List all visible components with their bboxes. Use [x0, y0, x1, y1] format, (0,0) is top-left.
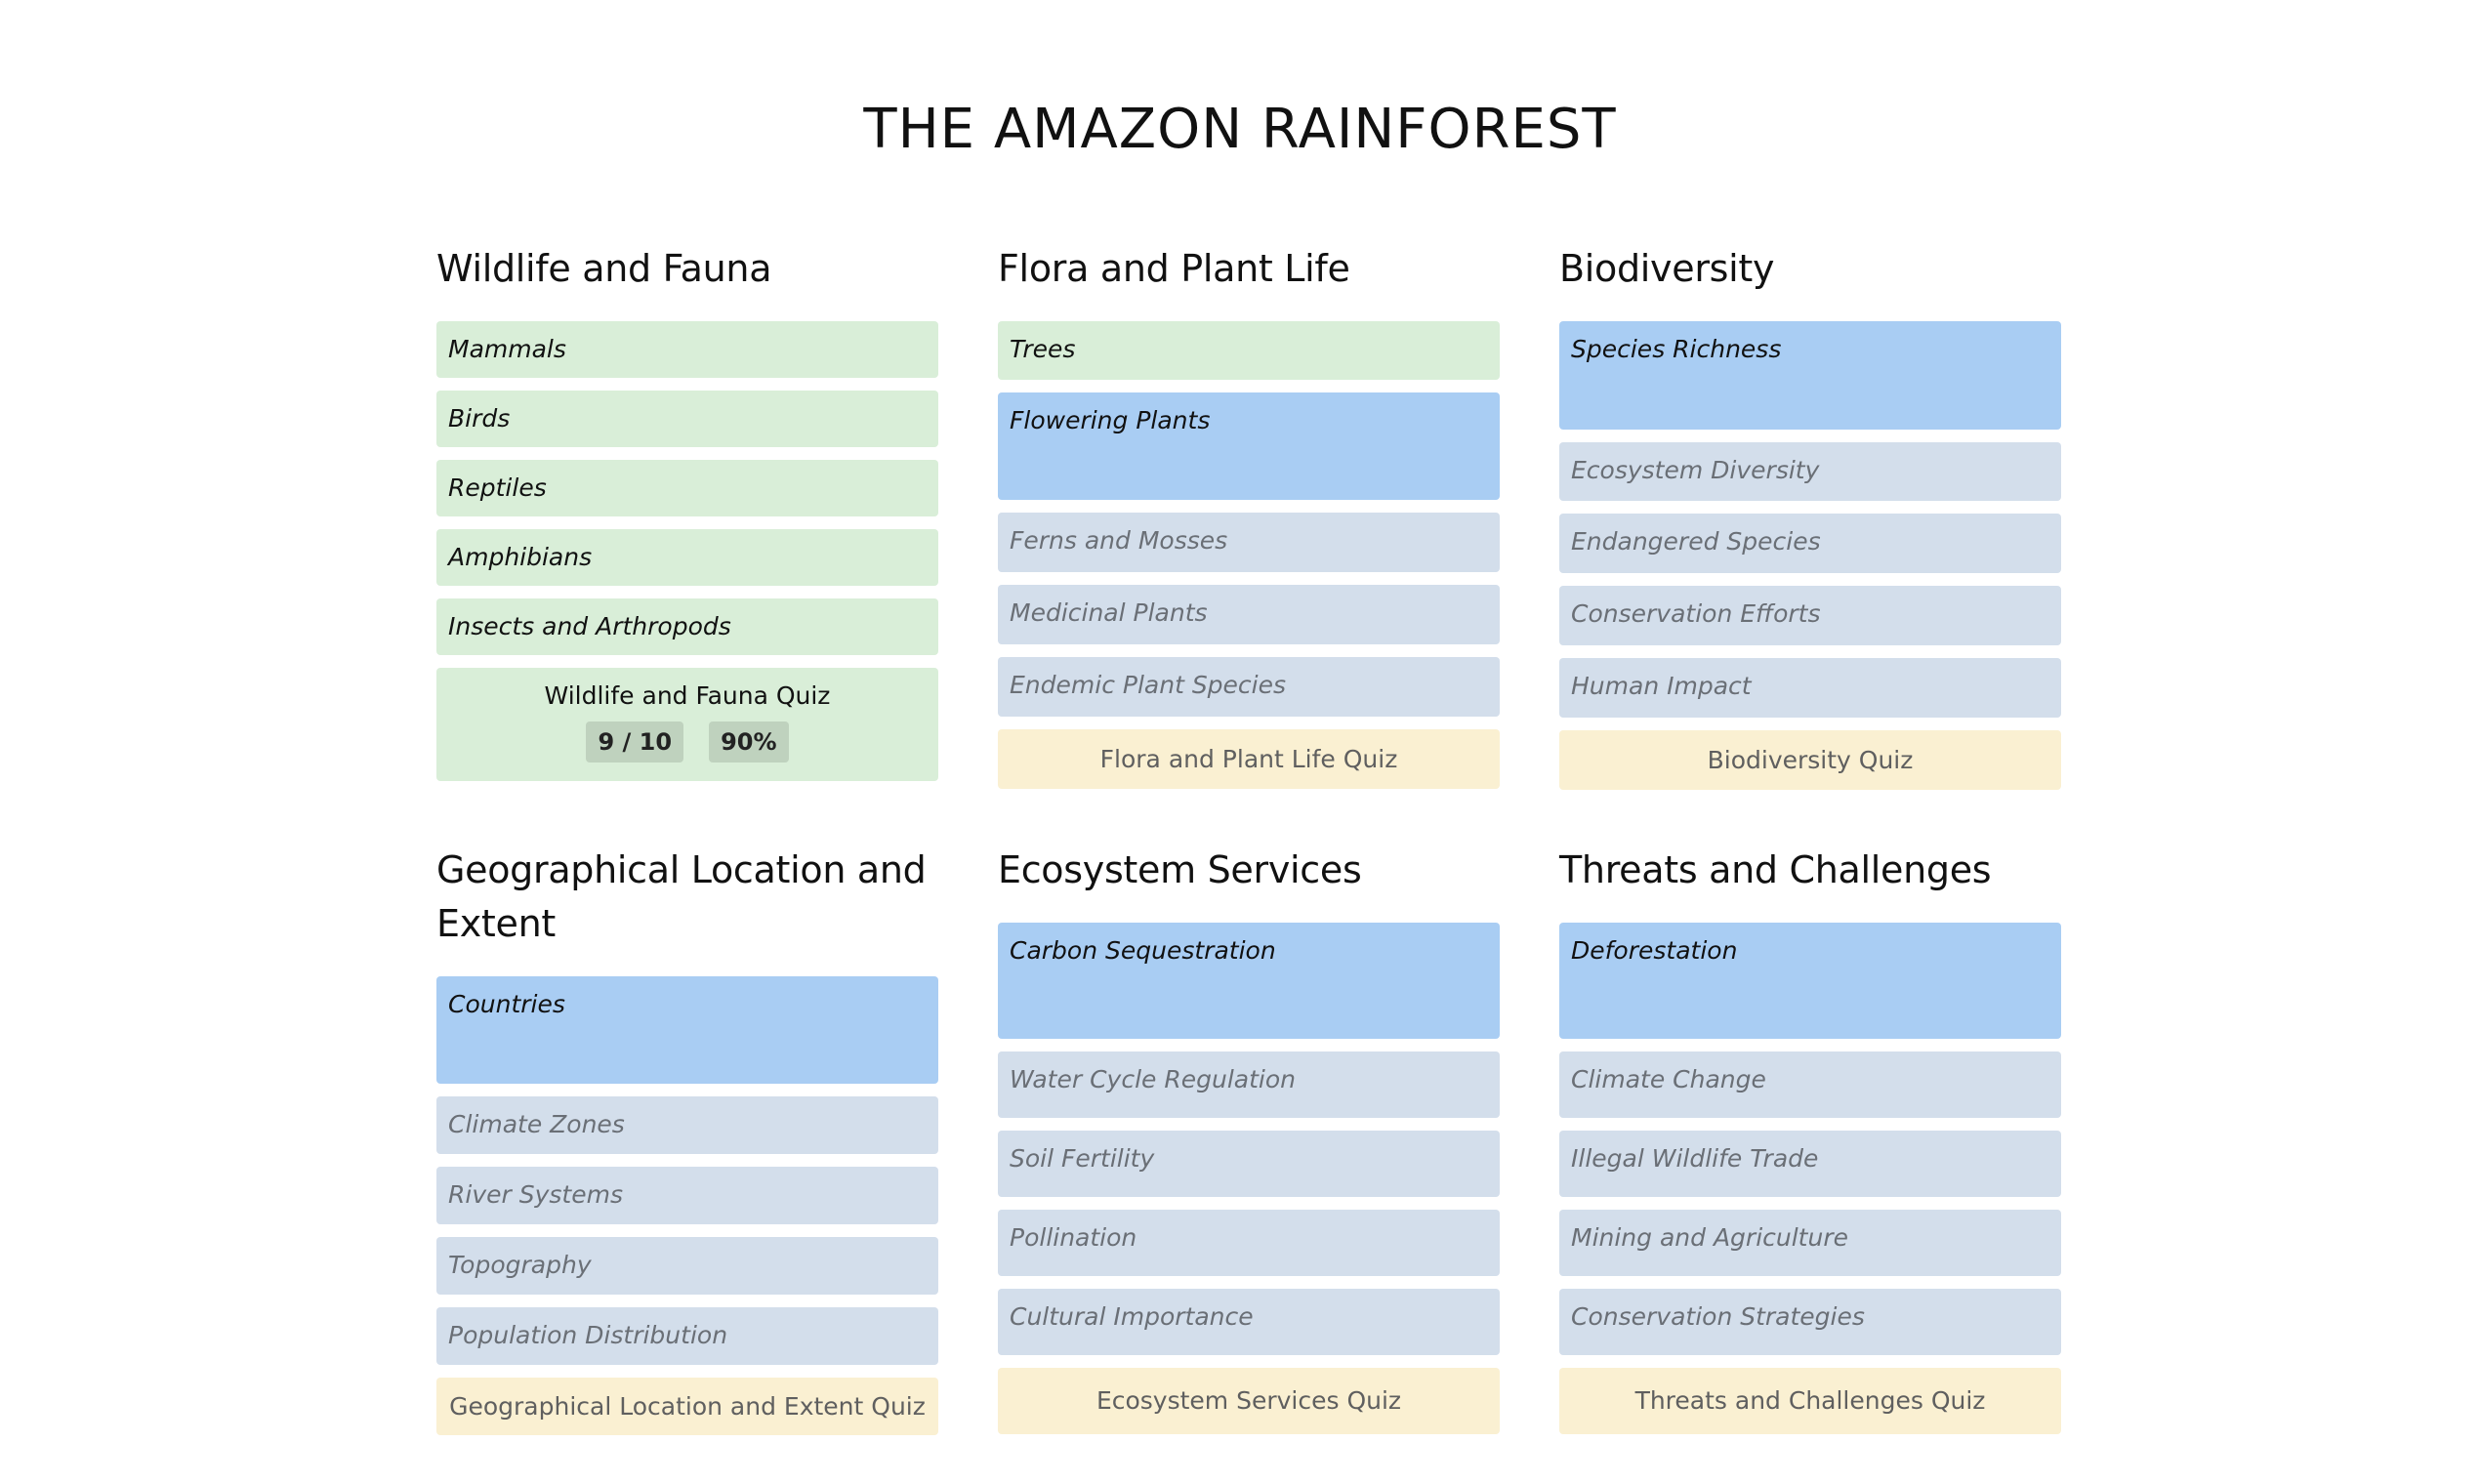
quiz-score-row: 9 / 10 90% [436, 721, 938, 763]
page-title: THE AMAZON RAINFOREST [863, 98, 1617, 161]
lesson-item-mammals[interactable]: Mammals [436, 321, 938, 378]
section-title: Geographical Location and Extent [436, 848, 927, 945]
lesson-item-water-cycle-regulation: Water Cycle Regulation [998, 1051, 1500, 1118]
lesson-item-countries[interactable]: Countries [436, 976, 938, 1084]
lesson-item-soil-fertility: Soil Fertility [998, 1131, 1500, 1197]
section-title: Wildlife and Fauna [436, 247, 772, 290]
quiz-card-ecosystem-services: Ecosystem Services Quiz [998, 1368, 1500, 1434]
lesson-item-climate-change: Climate Change [1559, 1051, 2061, 1118]
lesson-item-population-distribution: Population Distribution [436, 1307, 938, 1365]
section-threats-and-challenges: Threats and Challenges Deforestation Cli… [1559, 844, 2061, 1434]
lesson-item-endemic-plant-species: Endemic Plant Species [998, 657, 1500, 717]
lesson-item-reptiles[interactable]: Reptiles [436, 460, 938, 516]
section-title: Biodiversity [1559, 247, 1775, 290]
lesson-item-illegal-wildlife-trade: Illegal Wildlife Trade [1559, 1131, 2061, 1197]
lesson-item-pollination: Pollination [998, 1210, 1500, 1276]
lesson-item-ferns-and-mosses: Ferns and Mosses [998, 513, 1500, 572]
quiz-card-biodiversity: Biodiversity Quiz [1559, 730, 2061, 790]
lesson-item-carbon-sequestration[interactable]: Carbon Sequestration [998, 923, 1500, 1039]
lesson-item-cultural-importance: Cultural Importance [998, 1289, 1500, 1355]
section-flora-and-plant-life: Flora and Plant Life Trees Flowering Pla… [998, 242, 1500, 789]
lesson-item-river-systems: River Systems [436, 1167, 938, 1224]
lesson-item-climate-zones: Climate Zones [436, 1096, 938, 1154]
section-geographical-location-and-extent: Geographical Location and Extent Countri… [436, 844, 938, 1435]
section-title: Threats and Challenges [1559, 848, 1992, 891]
quiz-card-threats-and-challenges: Threats and Challenges Quiz [1559, 1368, 2061, 1434]
quiz-card-flora-and-plant-life: Flora and Plant Life Quiz [998, 729, 1500, 789]
section-title: Ecosystem Services [998, 848, 1362, 891]
lesson-item-topography: Topography [436, 1237, 938, 1295]
lesson-item-conservation-strategies: Conservation Strategies [1559, 1289, 2061, 1355]
lesson-item-conservation-efforts: Conservation Efforts [1559, 586, 2061, 645]
lesson-item-species-richness[interactable]: Species Richness [1559, 321, 2061, 430]
lesson-item-insects-and-arthropods[interactable]: Insects and Arthropods [436, 598, 938, 655]
lesson-item-mining-and-agriculture: Mining and Agriculture [1559, 1210, 2061, 1276]
lesson-item-ecosystem-diversity: Ecosystem Diversity [1559, 442, 2061, 501]
section-wildlife-and-fauna: Wildlife and Fauna Mammals Birds Reptile… [436, 242, 938, 781]
quiz-card-wildlife-and-fauna[interactable]: Wildlife and Fauna Quiz 9 / 10 90% [436, 668, 938, 781]
lesson-item-flowering-plants[interactable]: Flowering Plants [998, 392, 1500, 500]
lesson-item-amphibians[interactable]: Amphibians [436, 529, 938, 586]
section-title: Flora and Plant Life [998, 247, 1350, 290]
section-biodiversity: Biodiversity Species Richness Ecosystem … [1559, 242, 2061, 790]
lesson-item-birds[interactable]: Birds [436, 391, 938, 447]
lesson-item-trees[interactable]: Trees [998, 321, 1500, 380]
lesson-item-medicinal-plants: Medicinal Plants [998, 585, 1500, 644]
lesson-item-deforestation[interactable]: Deforestation [1559, 923, 2061, 1039]
section-ecosystem-services: Ecosystem Services Carbon Sequestration … [998, 844, 1500, 1434]
lesson-item-human-impact: Human Impact [1559, 658, 2061, 718]
quiz-score-badge: 9 / 10 [586, 721, 684, 763]
lesson-item-endangered-species: Endangered Species [1559, 514, 2061, 573]
quiz-card-geographical-location-and-extent: Geographical Location and Extent Quiz [436, 1378, 938, 1435]
quiz-label: Wildlife and Fauna Quiz [544, 681, 831, 710]
quiz-percent-badge: 90% [709, 721, 789, 763]
